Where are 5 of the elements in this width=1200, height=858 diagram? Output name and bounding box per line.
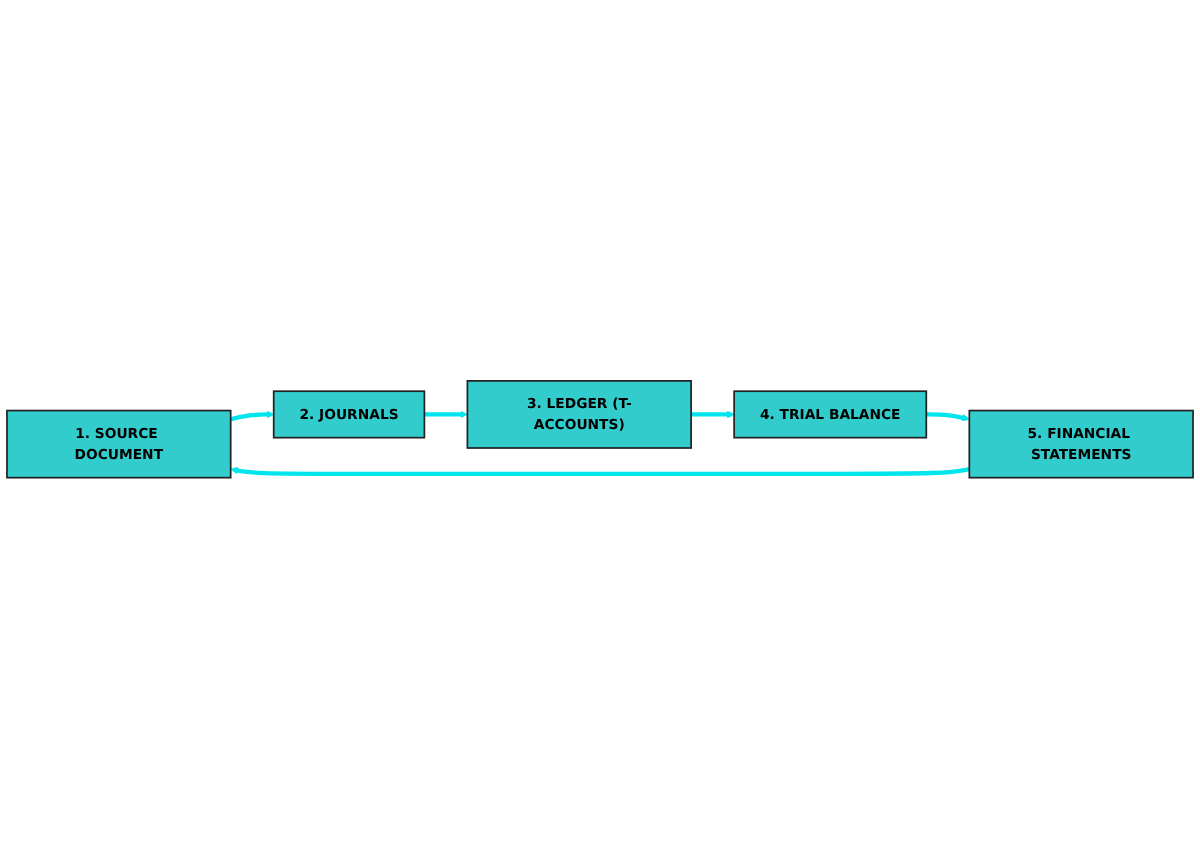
arrow <box>230 466 970 476</box>
arrow <box>424 410 468 418</box>
arrow <box>926 412 970 422</box>
arrow <box>691 410 735 418</box>
arrow <box>230 410 275 422</box>
